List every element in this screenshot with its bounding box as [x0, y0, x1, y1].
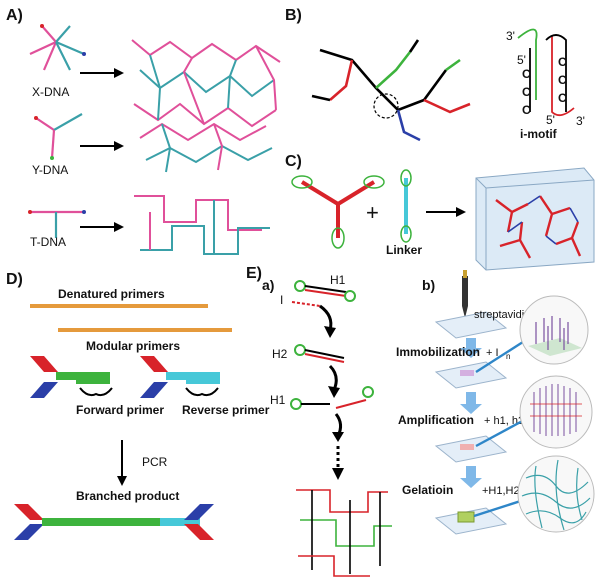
t-dna-motif: [28, 210, 86, 238]
imotif-5prime-b: 5': [546, 113, 555, 127]
e-b-plus-in-label: + I: [486, 347, 499, 359]
e-b-streptavidin-label: streptavidin: [474, 309, 530, 321]
d-reverse-primer: [140, 356, 220, 398]
e-a-arrowhead-2: [328, 386, 340, 398]
d-pcr-arrowhead: [117, 476, 127, 486]
e-a-h2-label: H2: [272, 347, 288, 361]
e-b-amplification-label: Amplification: [398, 413, 474, 427]
e-a-label: a): [262, 277, 274, 293]
imotif-c-1: C: [522, 67, 531, 81]
d-forward-primer: [30, 356, 110, 398]
c-plus: +: [366, 200, 379, 225]
d-denatured-strand: [30, 304, 208, 308]
imotif-c-2: C: [522, 85, 531, 99]
b-network: [311, 39, 471, 142]
e-a-arrowhead-1: [324, 326, 336, 338]
e-b-gel-block: [457, 511, 475, 523]
c-arrowhead: [456, 207, 466, 217]
x-dna-label: X-DNA: [32, 85, 69, 99]
x-dna-arrowhead: [114, 68, 124, 78]
e-a-arrowhead-3: [332, 432, 344, 442]
panel-e-label: E): [246, 265, 262, 282]
t-dna-arrowhead: [114, 222, 124, 232]
e-b-pen: [462, 270, 468, 318]
panel-c-label: C): [285, 153, 302, 170]
e-a-hairpin-h1-mid: [290, 386, 374, 410]
c-linker: [400, 169, 412, 243]
e-b-inset-1: [519, 295, 589, 365]
y-dna-network: [139, 122, 273, 173]
e-b-inset-2: [519, 375, 593, 449]
e-a-dotted-arrowhead: [332, 468, 344, 480]
d-denatured-label: Denatured primers: [58, 287, 165, 301]
e-b-chip-3-spot: [460, 444, 474, 450]
y-dna-motif: [34, 113, 83, 160]
imotif-c-4: C: [558, 55, 567, 69]
e-a-i-label: I: [280, 293, 283, 307]
x-dna-motif: [29, 24, 86, 71]
d-forward-brace: [79, 387, 113, 397]
e-b-gelation-label: Gelatioin: [402, 483, 453, 497]
i-motif-structure: [517, 28, 575, 117]
c-y-monomer: [291, 175, 385, 249]
c-linker-label: Linker: [386, 243, 422, 257]
d-reverse-label: Reverse primer: [182, 403, 270, 417]
t-dna-network: [134, 195, 270, 255]
e-a-network: [296, 489, 392, 577]
e-a-initiator: [291, 301, 321, 307]
e-a-arrow-2: [328, 364, 338, 391]
d-modular-strand: [58, 328, 232, 332]
d-product-label: Branched product: [76, 489, 179, 503]
y-dna-label: Y-DNA: [32, 163, 68, 177]
imotif-c-6: C: [558, 91, 567, 105]
e-a-h1-top-label: H1: [330, 273, 346, 287]
e-b-label: b): [422, 277, 435, 293]
e-b-down-arrow-2: [460, 392, 482, 414]
y-dna-arrowhead: [114, 141, 124, 151]
imotif-3prime-top: 3': [506, 29, 515, 43]
e-b-down-arrow-1: [460, 338, 482, 358]
x-dna-network: [131, 39, 281, 128]
d-forward-label: Forward primer: [76, 403, 164, 417]
e-a-h1-mid-label: H1: [270, 393, 286, 407]
e-b-down-arrow-3: [460, 466, 482, 488]
e-a-hairpin-h2: [294, 344, 345, 363]
panel-d-label: D): [6, 271, 23, 288]
e-b-inset-3: [517, 455, 595, 533]
t-dna-label: T-DNA: [30, 235, 66, 249]
imotif-c-3: C: [522, 103, 531, 117]
e-b-immobilization-label: Immobilization: [396, 345, 480, 359]
d-pcr-label: PCR: [142, 455, 168, 469]
imotif-5prime-a: 5': [517, 53, 526, 67]
d-reverse-brace: [185, 387, 219, 397]
panel-a-label: A): [6, 7, 23, 24]
d-branched-product: [14, 504, 214, 540]
imotif-title: i-motif: [520, 127, 558, 141]
c-hydrogel-cube: [475, 167, 595, 271]
e-b-plus-in-sub: n: [506, 352, 510, 361]
imotif-3prime-bottom: 3': [576, 114, 585, 128]
e-b-chip-1: [434, 311, 508, 339]
e-b-plus-H1H2-label: +H1,H2: [482, 485, 520, 497]
panel-b-label: B): [285, 7, 302, 24]
b-junction-circle: [373, 93, 399, 119]
e-a-hairpin-h1: [294, 280, 356, 302]
imotif-c-5: C: [558, 73, 567, 87]
d-modular-label: Modular primers: [86, 339, 180, 353]
e-b-chip-2-spot: [460, 370, 474, 376]
